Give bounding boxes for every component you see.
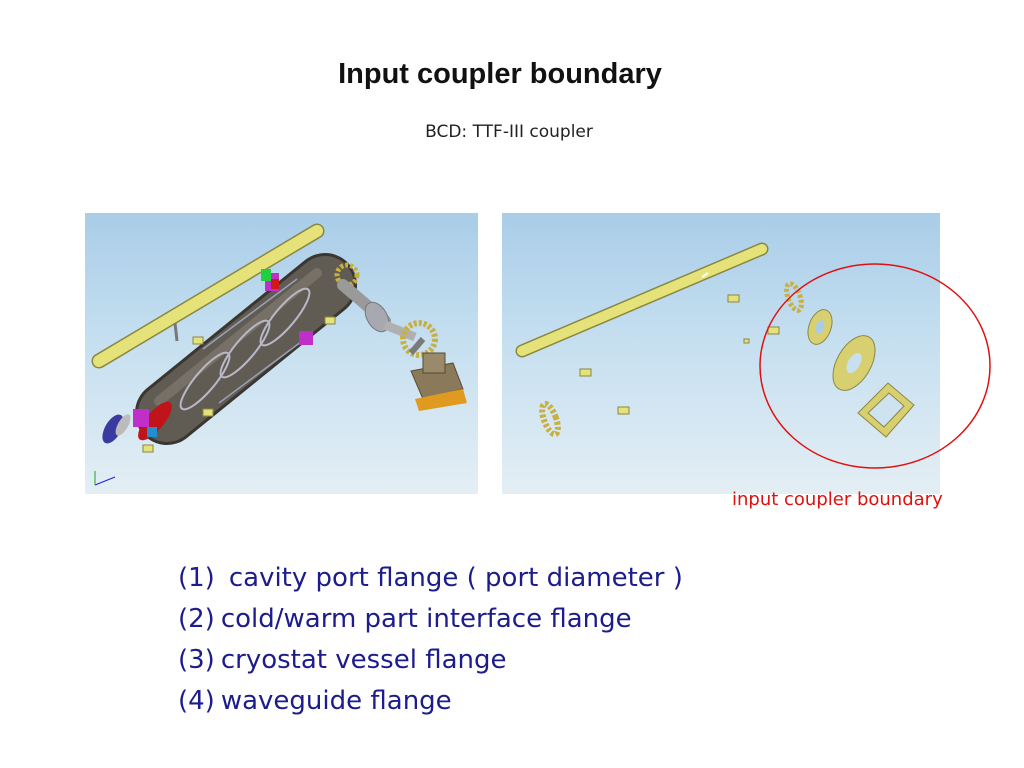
list-item: (3)cryostat vessel flange [178, 640, 683, 681]
list-item: (2)cold/warm part interface flange [178, 599, 683, 640]
list-item: (1) cavity port flange ( port diameter ) [178, 558, 683, 599]
list-item-text: cold/warm part interface flange [220, 604, 632, 634]
list-item-text: cavity port flange ( port diameter ) [228, 563, 683, 593]
list-item-number: (2) [178, 604, 215, 634]
list-item-number: (3) [178, 645, 215, 675]
list-item-text: cryostat vessel flange [220, 645, 507, 675]
flange-list: (1)cavity port flange ( port diameter ) … [178, 558, 683, 722]
list-item: (4)waveguide flange [178, 681, 683, 722]
list-item-text: waveguide flange [220, 686, 452, 716]
list-item-number: (4) [178, 686, 215, 716]
list-item-number: (1) [178, 563, 215, 593]
cad-assembly-drawing [91, 223, 467, 486]
slide-subtitle: BCD: TTF-III coupler [425, 122, 593, 142]
cad-boundary-parts-drawing [515, 242, 915, 438]
boundary-label: input coupler boundary [732, 489, 943, 510]
cad-boundary-parts-figure [502, 213, 940, 494]
slide-title: Input coupler boundary [338, 58, 662, 90]
cad-assembly-figure [85, 213, 478, 494]
